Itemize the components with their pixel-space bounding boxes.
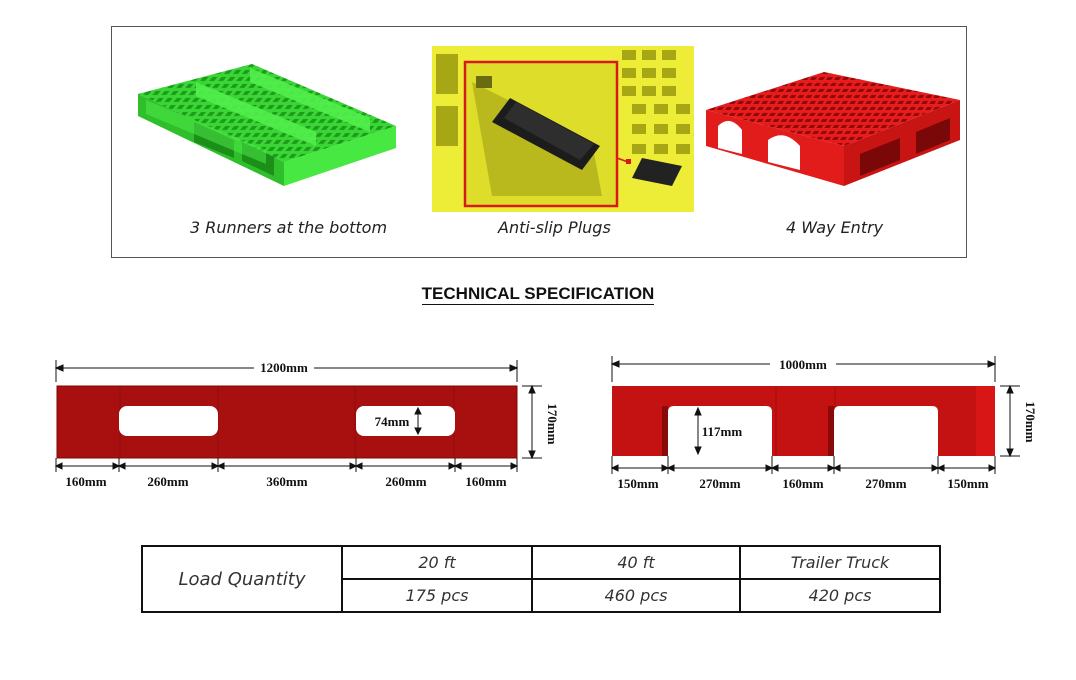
value-40ft: 460 pcs <box>531 578 741 613</box>
dim-height-long: 170mm <box>545 403 560 444</box>
dim-opening-height-long: 74mm <box>375 414 410 429</box>
green-pallet-image <box>138 64 396 186</box>
dim-segment-long-5: 160mm <box>465 474 506 489</box>
dim-segment-long-3: 360mm <box>266 474 307 489</box>
dim-opening-height-short: 117mm <box>702 424 743 439</box>
anti-slip-plug-image <box>432 46 694 212</box>
dim-segment-short-4: 270mm <box>865 476 906 491</box>
value-20ft: 175 pcs <box>341 578 533 613</box>
dim-segment-short-5: 150mm <box>947 476 988 491</box>
spec-title: TECHNICAL SPECIFICATION <box>0 284 1076 305</box>
dim-segment-long-4: 260mm <box>385 474 426 489</box>
drawing-long-side: 1200mm 74mm 170mm <box>54 360 560 489</box>
dim-segment-long-2: 260mm <box>147 474 188 489</box>
table-row: Load Quantity 20 ft 40 ft Trailer Truck <box>141 545 941 613</box>
drawing-short-side: 1000mm 117mm 170mm 150mm <box>610 356 1038 491</box>
spec-title-text: TECHNICAL SPECIFICATION <box>421 284 655 305</box>
dim-overall-width-short: 1000mm <box>779 357 827 372</box>
red-pallet-image <box>706 72 960 186</box>
dim-segment-long-1: 160mm <box>65 474 106 489</box>
feature-caption-anti-slip: Anti-slip Plugs <box>498 218 611 237</box>
feature-caption-four-way: 4 Way Entry <box>786 218 884 237</box>
load-quantity-table: Load Quantity 20 ft 40 ft Trailer Truck … <box>141 545 941 613</box>
dim-height-short: 170mm <box>1023 401 1038 442</box>
header-trailer-truck: Trailer Truck <box>739 545 941 580</box>
load-quantity-label: Load Quantity <box>141 545 343 613</box>
value-trailer-truck: 420 pcs <box>739 578 941 613</box>
table-row: 175 pcs 460 pcs 420 pcs <box>142 578 941 613</box>
dim-segment-short-3: 160mm <box>782 476 823 491</box>
header-40ft: 40 ft <box>531 545 741 580</box>
feature-caption-runners: 3 Runners at the bottom <box>190 218 388 237</box>
dim-segment-short-2: 270mm <box>699 476 740 491</box>
dim-segment-short-1: 150mm <box>617 476 658 491</box>
header-20ft: 20 ft <box>341 545 533 580</box>
dim-overall-width-long: 1200mm <box>260 360 308 375</box>
